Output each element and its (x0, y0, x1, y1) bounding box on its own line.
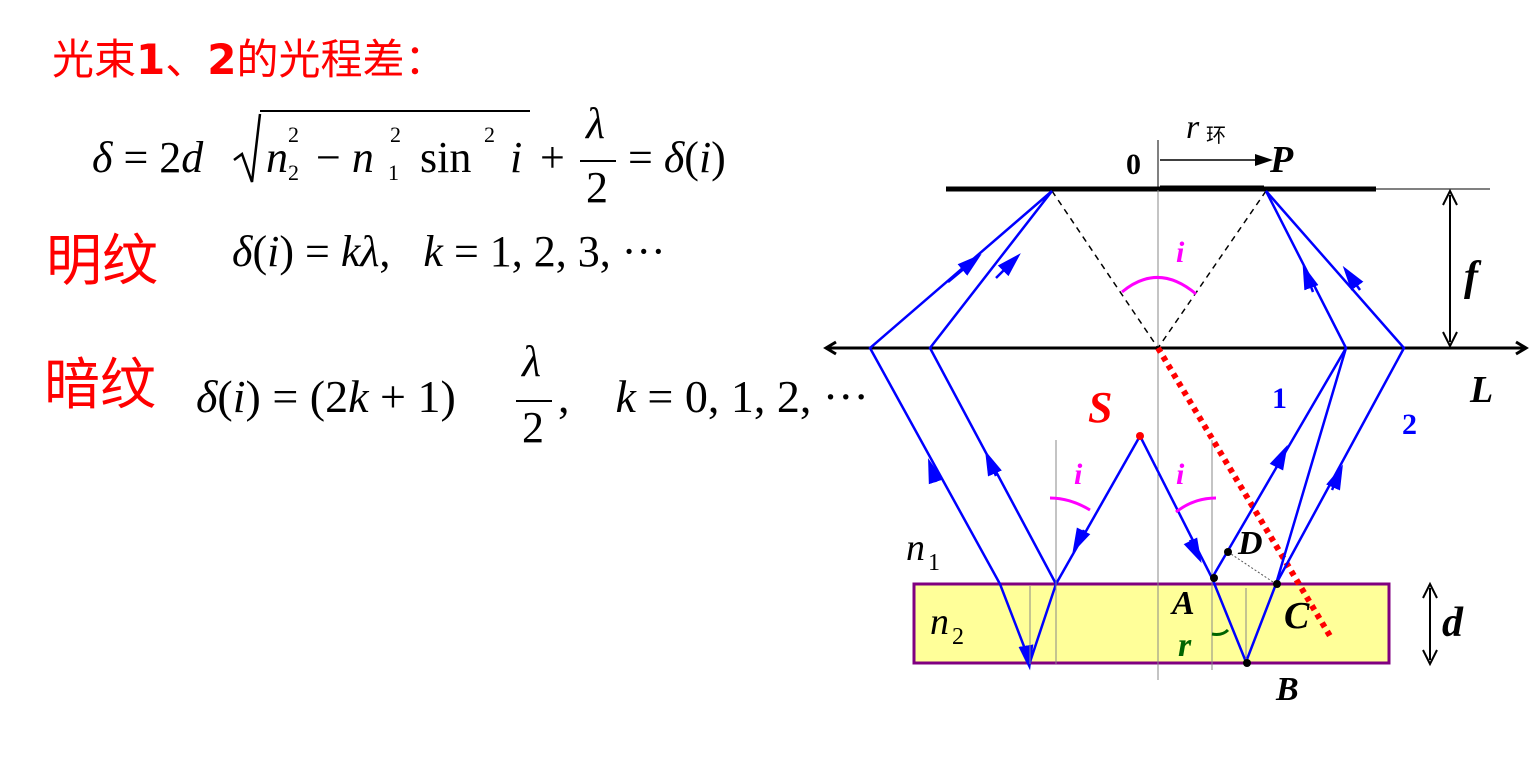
bright-fringe-label: 明纹 (46, 229, 158, 294)
angle-arc-left (1049, 496, 1091, 512)
ray-2-label: 2 (1402, 408, 1417, 441)
angle-left-label: i (1074, 458, 1083, 491)
source-label: S (1088, 383, 1112, 432)
thin-film (912, 582, 1391, 665)
focal-length-label: f (1464, 254, 1482, 300)
angle-arc-top (1121, 276, 1197, 296)
n1-sub: 1 (928, 550, 940, 576)
angle-right-label: i (1176, 458, 1185, 491)
source-point (1136, 432, 1144, 440)
ring-radius-label: r (1186, 109, 1200, 146)
point-P-label: P (1269, 139, 1294, 181)
point-A-label: A (1170, 585, 1195, 622)
point-C-label: C (1284, 595, 1310, 637)
ring-radius-sub: 环 (1206, 123, 1226, 147)
n1-label: n (906, 527, 925, 569)
point-B-label: B (1275, 671, 1299, 708)
right-ray-2 (1265, 190, 1406, 585)
n2-sub: 2 (952, 624, 964, 650)
lens-label: L (1469, 369, 1493, 411)
angle-arc-right (1175, 496, 1217, 514)
path-difference-equation: δ = 2d n 2 2 − n 2 1 sin 2 i + λ 2 = δ(i… (92, 99, 726, 212)
refraction-arc (1211, 628, 1230, 636)
refraction-angle-label: r (1178, 627, 1192, 664)
origin-label: 0 (1126, 148, 1141, 181)
dark-fringe-label: 暗纹 (44, 353, 156, 418)
n2-label: n (930, 601, 949, 643)
thickness-label: d (1442, 600, 1464, 646)
page-title: 光束1、2的光程差： (52, 35, 447, 84)
angle-top-label: i (1176, 236, 1185, 269)
left-source-ray (1054, 435, 1142, 585)
point-D-label: D (1237, 525, 1263, 562)
ray-1-label: 1 (1272, 382, 1287, 415)
bright-fringe-formula: δ(i) = kλ, k = 1, 2, 3, ··· (232, 227, 666, 276)
dark-fringe-formula: δ(i) = (2k + 1) λ 2 , k = 0, 1, 2, ··· (196, 337, 869, 452)
